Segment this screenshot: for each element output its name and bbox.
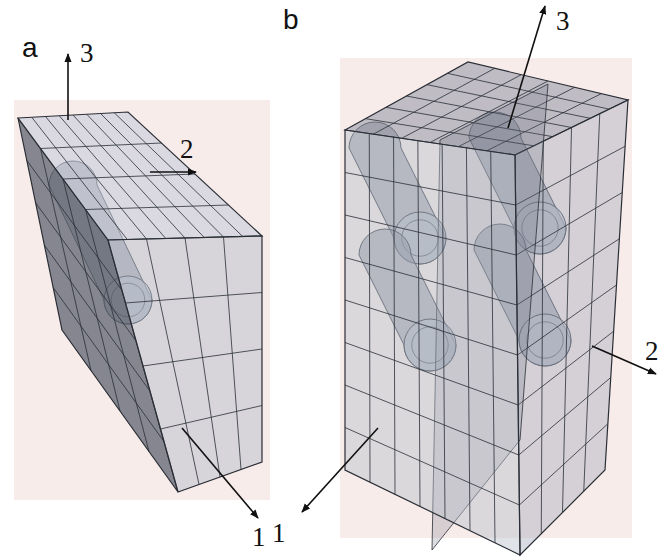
mesh-box bbox=[345, 62, 628, 555]
mesh-line bbox=[345, 258, 517, 306]
axis-number: 3 bbox=[556, 8, 570, 35]
mesh-face bbox=[345, 130, 520, 555]
panel-letter: b bbox=[283, 6, 299, 34]
mesh-line bbox=[161, 406, 263, 430]
mesh-line bbox=[143, 349, 262, 366]
mesh-line bbox=[345, 215, 516, 255]
mesh-line bbox=[518, 285, 617, 355]
axis-arrow bbox=[150, 171, 196, 173]
mesh-line bbox=[345, 173, 516, 206]
axis-arrows bbox=[68, 6, 656, 518]
mesh-line bbox=[63, 174, 195, 179]
axis-number: 2 bbox=[180, 136, 194, 163]
mesh-line bbox=[86, 205, 229, 210]
mesh-line bbox=[41, 143, 162, 149]
axis-number: 1 bbox=[272, 520, 286, 547]
axis-arrow bbox=[508, 6, 545, 128]
mesh-box bbox=[18, 112, 262, 492]
mesh-line bbox=[519, 424, 608, 505]
mesh-line bbox=[345, 385, 519, 455]
mesh-line bbox=[126, 293, 263, 304]
mesh-line bbox=[519, 378, 611, 456]
axis-arrow bbox=[67, 54, 69, 120]
axis-number: 3 bbox=[80, 40, 94, 67]
axis-arrow bbox=[302, 428, 378, 512]
panel-ground bbox=[14, 100, 270, 500]
mesh-face bbox=[108, 236, 262, 492]
axis-number: 2 bbox=[645, 338, 659, 365]
mesh-line bbox=[518, 331, 614, 405]
axis-number: 1 bbox=[252, 524, 266, 551]
mesh-line bbox=[345, 300, 518, 355]
panel-letter: a bbox=[22, 34, 38, 62]
mesh-line bbox=[345, 428, 519, 506]
mesh-face bbox=[18, 112, 262, 240]
axis-arrow bbox=[182, 428, 258, 518]
